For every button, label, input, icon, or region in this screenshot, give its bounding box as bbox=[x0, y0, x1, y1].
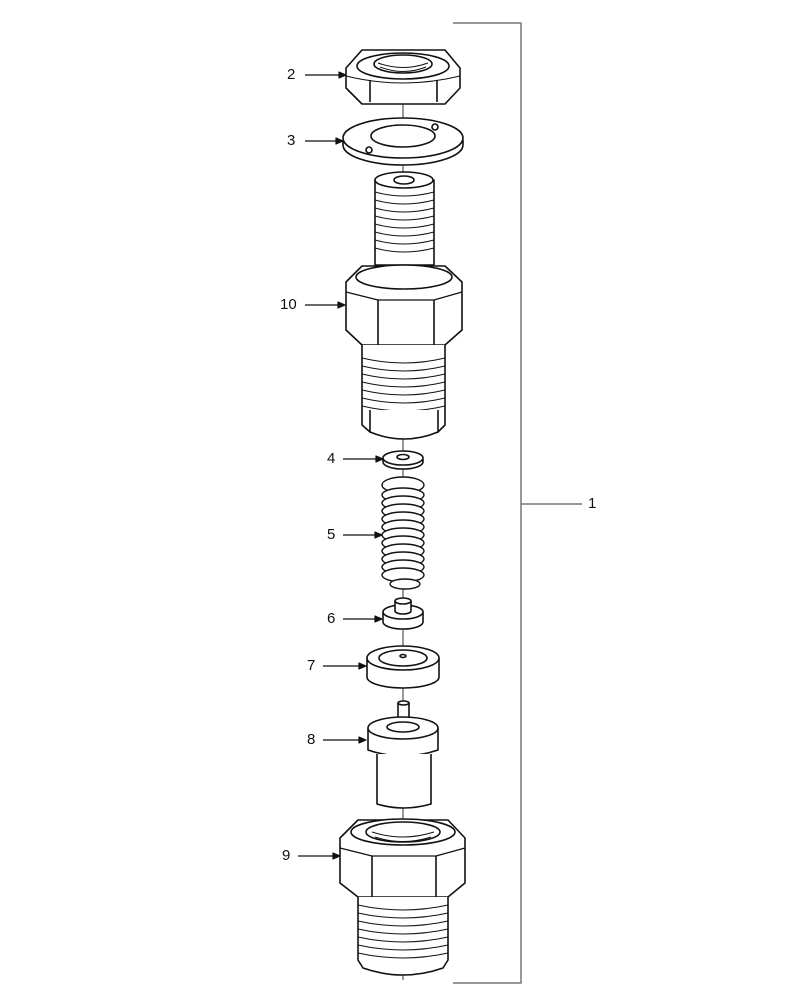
callout-part-6: 6 bbox=[327, 610, 336, 627]
callout-assembly-1: 1 bbox=[588, 495, 597, 512]
callout-part-3: 3 bbox=[287, 132, 296, 149]
part-10-nozzle-holder-body bbox=[345, 171, 463, 440]
callout-part-8: 8 bbox=[307, 731, 316, 748]
part-4-shim bbox=[382, 450, 424, 470]
callout-part-5: 5 bbox=[327, 526, 336, 543]
callout-part-7: 7 bbox=[307, 657, 316, 674]
callout-part-9: 9 bbox=[282, 847, 291, 864]
part-2-hex-nut bbox=[345, 49, 461, 105]
part-6-spring-seat bbox=[382, 597, 424, 630]
callout-part-10: 10 bbox=[280, 296, 297, 313]
leader-arrows bbox=[298, 71, 384, 860]
assembly-bracket bbox=[453, 22, 582, 984]
callout-part-4: 4 bbox=[327, 450, 336, 467]
callout-part-2: 2 bbox=[287, 66, 296, 83]
part-3-washer-plate bbox=[342, 117, 464, 166]
part-9-nozzle-nut bbox=[339, 818, 466, 976]
part-7-intermediate-disc bbox=[366, 645, 440, 689]
part-5-spring bbox=[381, 476, 425, 590]
part-8-nozzle bbox=[367, 700, 439, 809]
